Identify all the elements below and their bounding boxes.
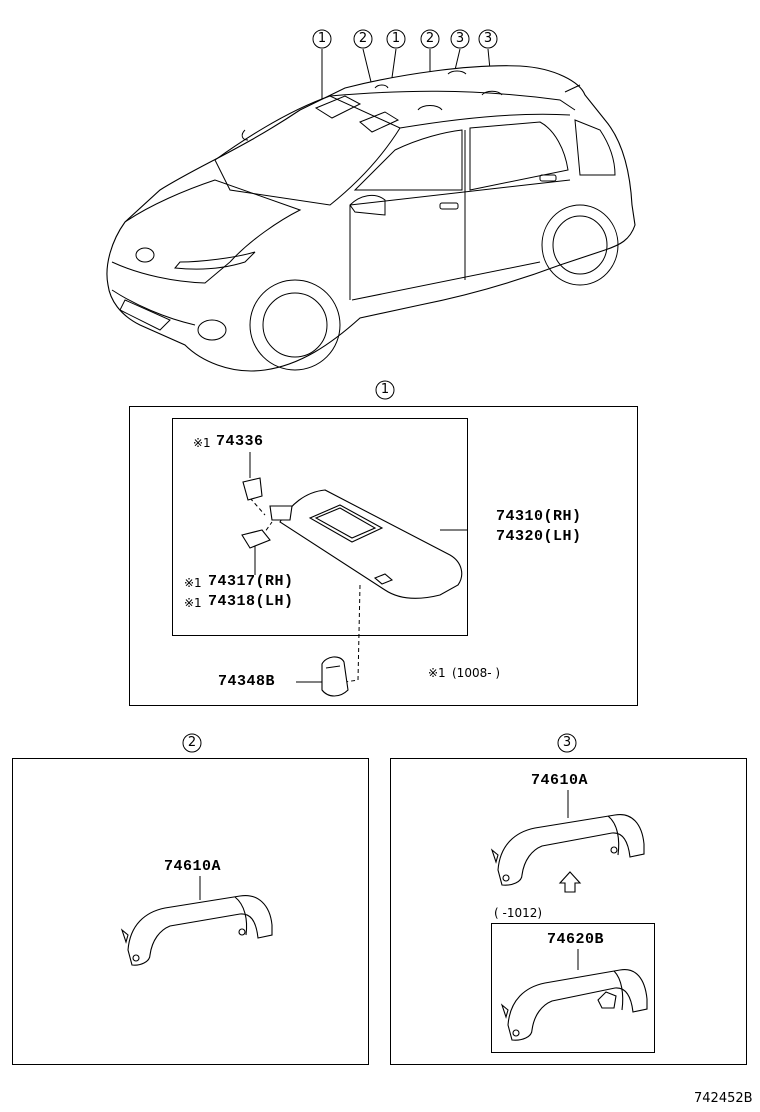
callout-2a: 2	[353, 29, 373, 49]
part-74310: 74310(RH)	[496, 508, 582, 525]
part-74620B: 74620B	[547, 931, 605, 948]
assist-grip-sec3	[490, 814, 645, 886]
part-74336: 74336	[216, 433, 264, 450]
callout-1b: 1	[386, 29, 406, 49]
visor-bracket-74317	[241, 529, 271, 549]
section3-inner-frame	[491, 923, 655, 1053]
callout-1a: 1	[312, 29, 332, 49]
part-74317: 74317(RH)	[208, 573, 294, 590]
section2-frame	[12, 758, 369, 1065]
figure-code: 742452B	[694, 1091, 753, 1106]
car-illustration	[106, 48, 636, 372]
car-body	[106, 65, 636, 372]
callout-3a: 3	[450, 29, 470, 49]
assist-grip-74620B	[500, 969, 648, 1041]
part-74318: 74318(LH)	[208, 593, 294, 610]
callout-2b: 2	[420, 29, 440, 49]
part-74320: 74320(LH)	[496, 528, 582, 545]
section1-frame	[129, 406, 638, 706]
visor-clip-74348B	[321, 656, 349, 697]
assist-grip-sec2	[120, 895, 273, 966]
sun-visor	[279, 489, 463, 599]
callout-3b-label: 3	[483, 31, 493, 46]
section1-index-label: 1	[380, 382, 390, 397]
part-74348B: 74348B	[218, 673, 276, 690]
section1-index: 1	[375, 380, 395, 400]
date-range: ( -1012)	[494, 906, 543, 920]
section2-index: 2	[182, 733, 202, 753]
footnote-mark: ※1	[428, 666, 446, 680]
callout-3b: 3	[478, 29, 498, 49]
callout-1a-label: 1	[317, 31, 327, 46]
footnote-text: (1008- )	[452, 666, 501, 680]
mark-74317: ※1	[184, 576, 202, 590]
sun-visor-illustration	[241, 452, 468, 697]
part-74610A-sec3: 74610A	[531, 772, 589, 789]
section2-index-label: 2	[187, 735, 197, 750]
visor-holder-74336	[242, 477, 293, 521]
part-74610A-sec2: 74610A	[164, 858, 222, 875]
callout-3a-label: 3	[455, 31, 465, 46]
section3-index-label: 3	[562, 735, 572, 750]
grip-leaders	[199, 790, 579, 970]
section3-index: 3	[557, 733, 577, 753]
mark-74336: ※1	[193, 436, 211, 450]
callout-2a-label: 2	[358, 31, 368, 46]
callout-1b-label: 1	[391, 31, 401, 46]
car-details	[111, 70, 619, 371]
mark-74318: ※1	[184, 596, 202, 610]
section1-inner-frame	[172, 418, 468, 636]
replacement-arrow	[558, 871, 582, 893]
callout-2b-label: 2	[425, 31, 435, 46]
section3-frame	[390, 758, 747, 1065]
